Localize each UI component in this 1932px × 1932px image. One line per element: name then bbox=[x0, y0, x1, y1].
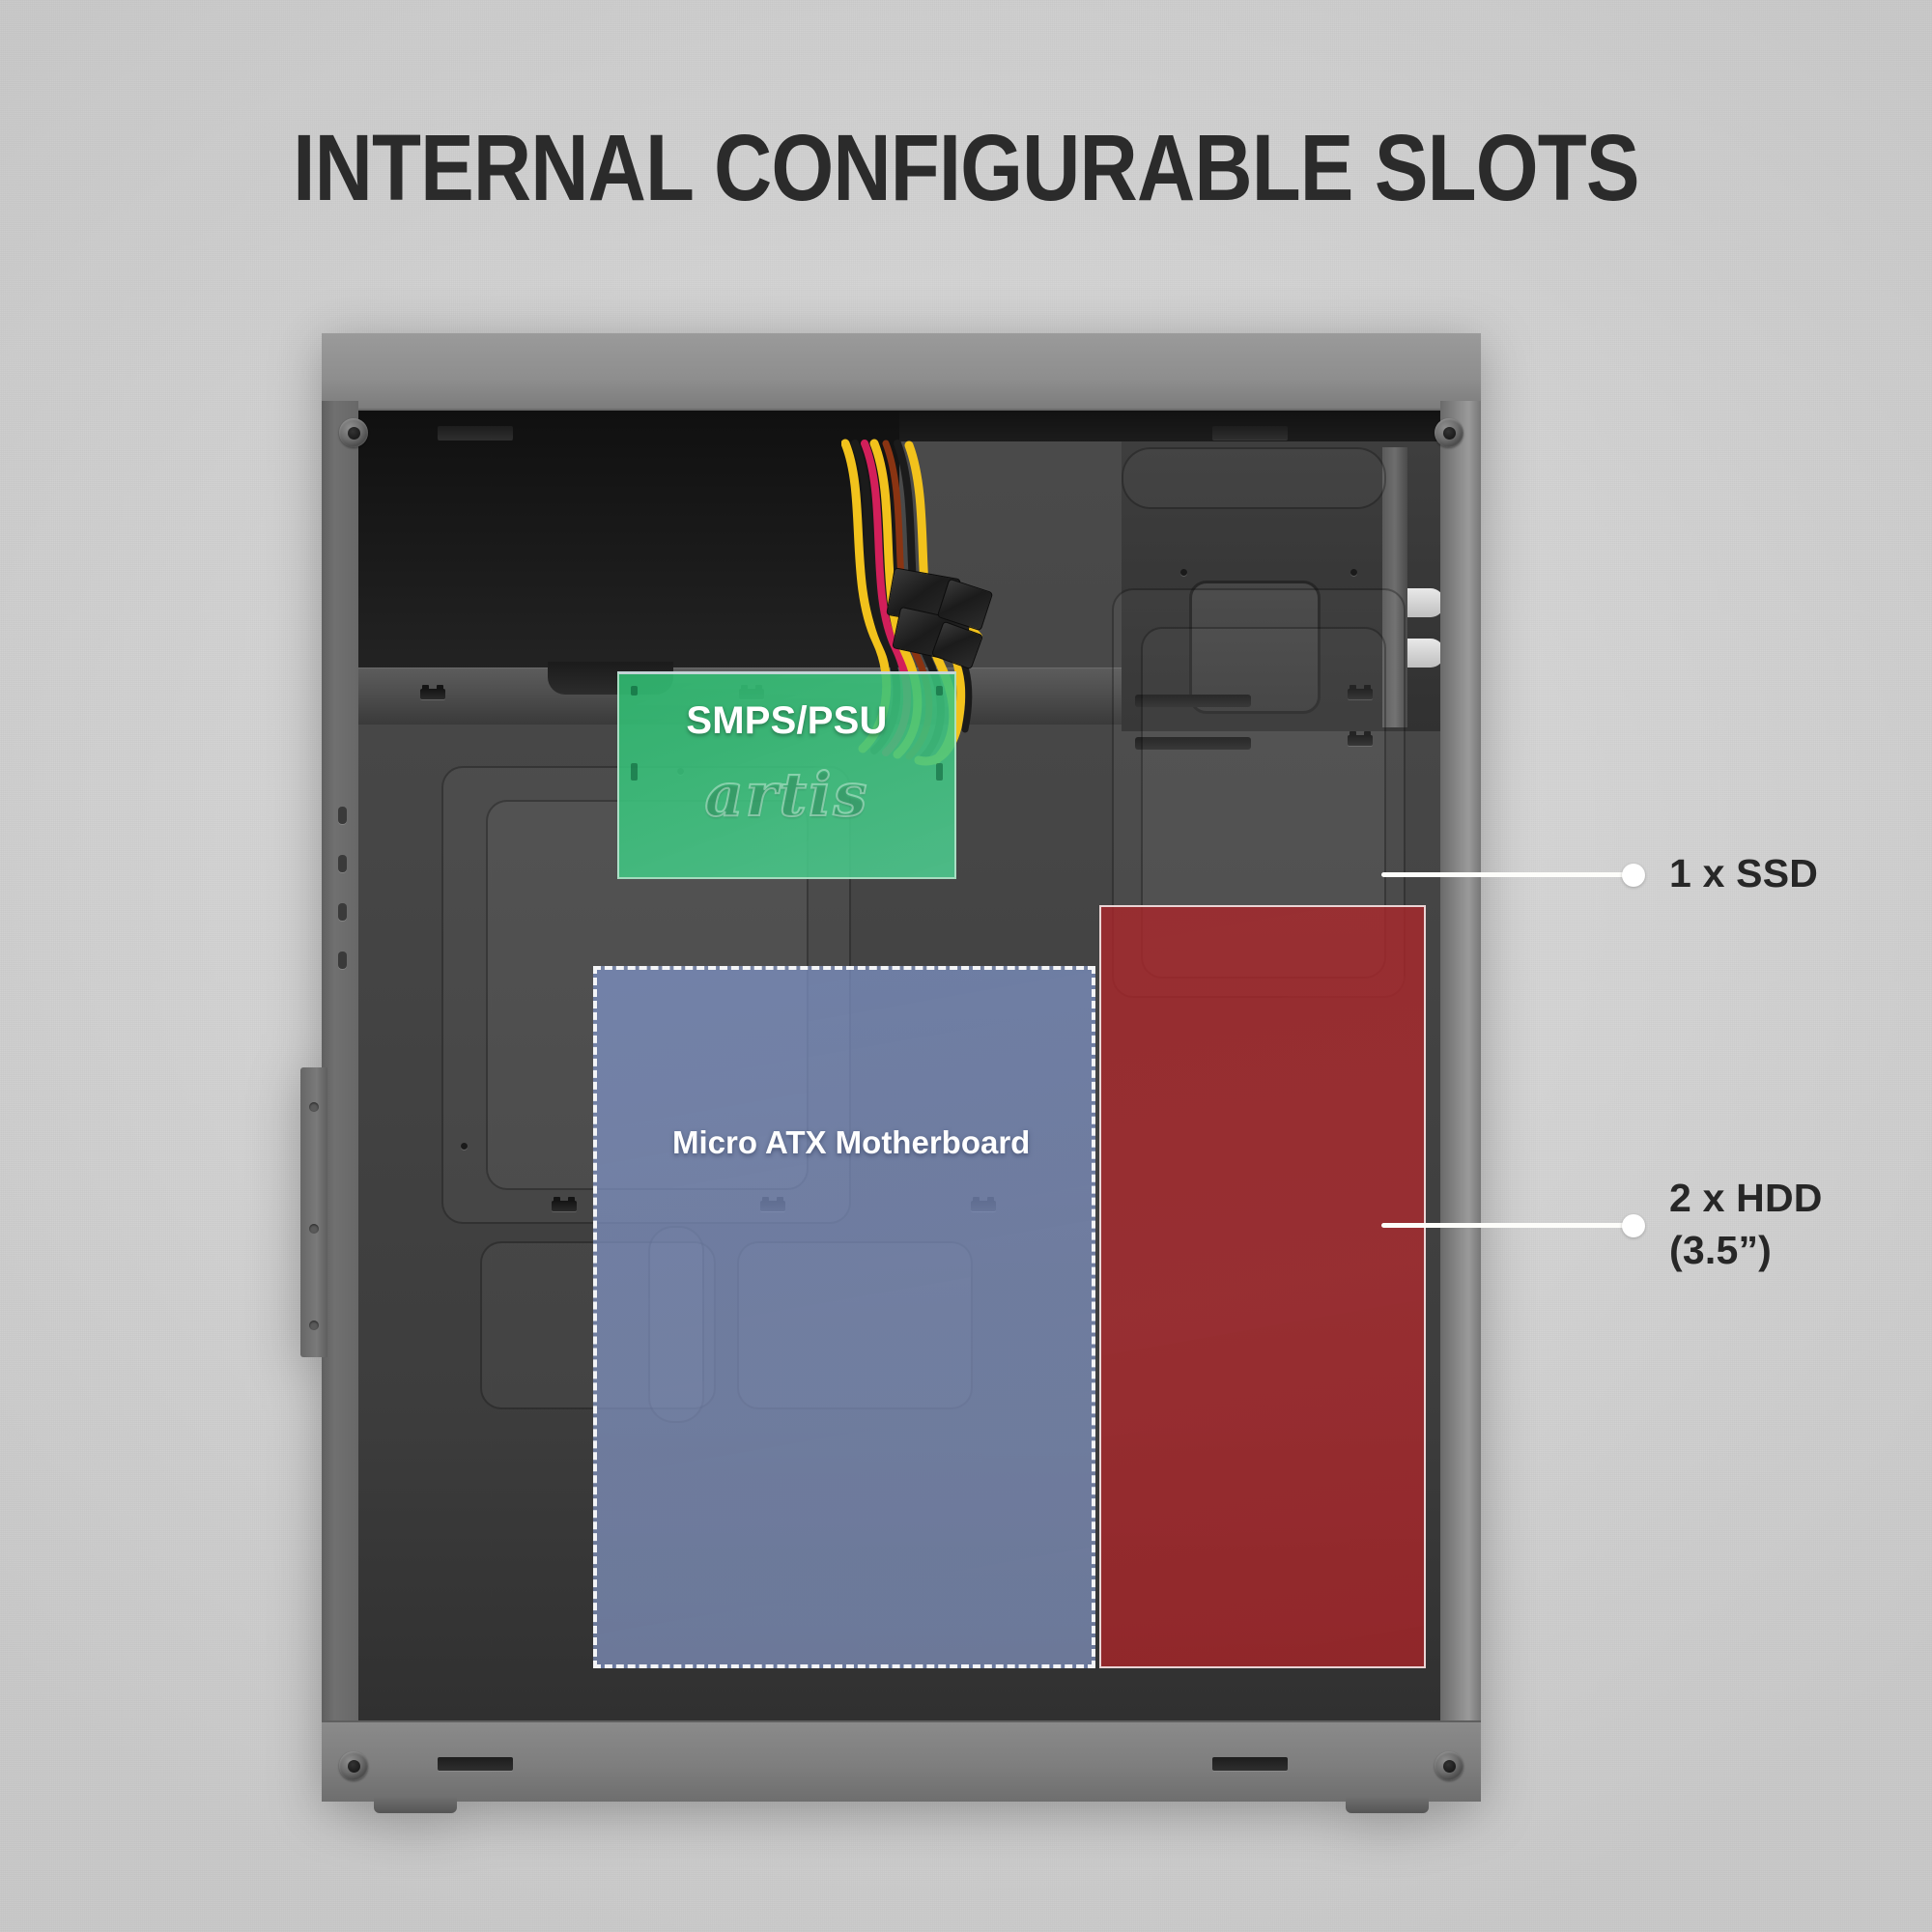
tray-rib bbox=[737, 1241, 973, 1409]
tab-hole bbox=[309, 1321, 319, 1330]
tray-standoff bbox=[971, 1197, 996, 1211]
case-left-edge bbox=[322, 401, 358, 1726]
case-bracket-tab bbox=[1402, 588, 1440, 617]
drive-cage-rib bbox=[1141, 627, 1386, 979]
frame-vent-slot bbox=[1212, 426, 1288, 440]
tab-hole bbox=[309, 1224, 319, 1234]
tray-screw-hole bbox=[461, 1143, 468, 1150]
rear-standoff bbox=[1348, 685, 1373, 699]
callout-hdd: 2 x HDD (3.5”) bbox=[1669, 1176, 1823, 1273]
panel-pin bbox=[338, 807, 347, 824]
case-side-tab bbox=[300, 1067, 327, 1357]
psu-mount-bracket bbox=[1189, 581, 1321, 714]
page-title: INTERNAL CONFIGURABLE SLOTS bbox=[293, 115, 1639, 220]
tray-screw-hole bbox=[1350, 569, 1357, 576]
tray-standoff bbox=[760, 1197, 785, 1211]
frame-vent-slot bbox=[438, 426, 513, 440]
ssd-leader-dot bbox=[1622, 864, 1645, 887]
frame-screw bbox=[1435, 1751, 1463, 1780]
expansion-slot-cover bbox=[1135, 695, 1251, 707]
case-foot bbox=[1346, 1798, 1429, 1813]
frame-screw bbox=[1435, 418, 1463, 447]
case-bottom-bar bbox=[322, 1720, 1481, 1802]
tray-rib bbox=[648, 1226, 704, 1423]
tray-screw-hole bbox=[677, 768, 684, 775]
case-right-edge bbox=[1440, 401, 1481, 1726]
tray-rib bbox=[486, 800, 809, 1190]
tray-standoff bbox=[420, 685, 445, 699]
rear-standoff bbox=[1348, 731, 1373, 746]
frame-vent-slot bbox=[438, 1757, 513, 1771]
case-bracket-tab bbox=[1402, 639, 1440, 668]
frame-screw bbox=[339, 418, 368, 447]
case-top-bar bbox=[322, 333, 1481, 411]
hdd-leader-line bbox=[1381, 1223, 1628, 1228]
pc-case-illustration: Micro ATX Motherboard SMPS/PSU artis bbox=[300, 333, 1481, 1813]
case-interior bbox=[358, 409, 1440, 1722]
psu-cable-bundle bbox=[840, 438, 1054, 766]
drive-cage-rib bbox=[1122, 447, 1386, 509]
rear-bracket-strip bbox=[1382, 447, 1407, 727]
hdd-leader-dot bbox=[1622, 1214, 1645, 1237]
expansion-slot-cover bbox=[1135, 737, 1251, 750]
cable-pass-through bbox=[548, 662, 673, 695]
tray-standoff bbox=[552, 1197, 577, 1211]
panel-pin bbox=[338, 855, 347, 872]
case-foot bbox=[374, 1798, 457, 1813]
frame-vent-slot bbox=[1212, 1757, 1288, 1771]
panel-pin bbox=[338, 903, 347, 921]
panel-pin bbox=[338, 952, 347, 969]
tray-standoff bbox=[739, 685, 764, 699]
tray-screw-hole bbox=[1180, 569, 1187, 576]
frame-screw bbox=[339, 1751, 368, 1780]
ssd-leader-line bbox=[1381, 872, 1628, 877]
tab-hole bbox=[309, 1102, 319, 1112]
callout-ssd: 1 x SSD bbox=[1669, 851, 1819, 895]
psu-shelf bbox=[358, 409, 899, 671]
